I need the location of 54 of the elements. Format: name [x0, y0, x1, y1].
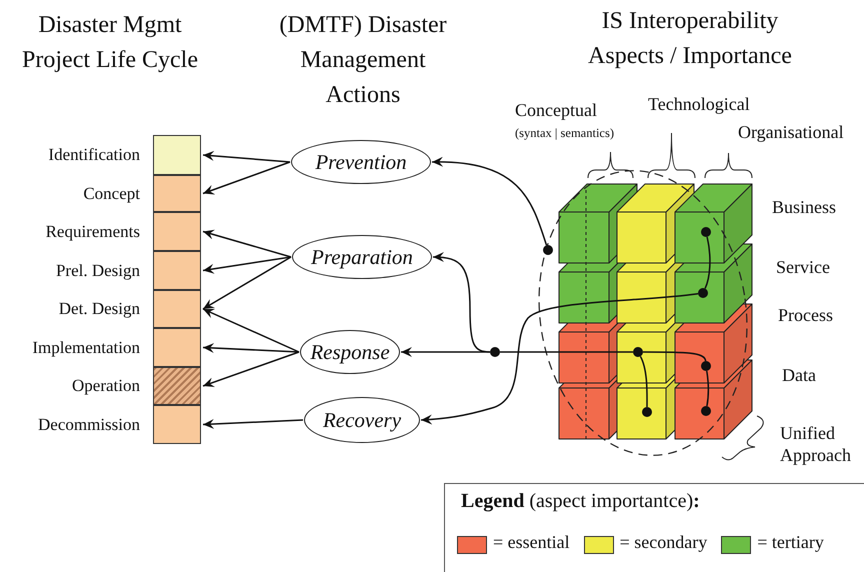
layer-label: Business	[772, 197, 838, 219]
arrow	[432, 157, 548, 246]
layer-label: Service	[776, 257, 831, 279]
arrow	[420, 292, 698, 424]
stage-label: Prel. Design	[56, 260, 140, 280]
column-heading: IS Interoperability Aspects / Importance	[587, 7, 793, 71]
arrow	[202, 150, 290, 163]
legend-heading: Legend (aspect importantce):	[461, 490, 700, 513]
aspect-label: Organisational	[738, 122, 845, 144]
stage-label: Concept	[83, 184, 140, 204]
aspect-label: (syntax | semantics)	[515, 126, 616, 141]
connector-line	[643, 351, 706, 362]
action-ellipse: Prevention	[291, 140, 431, 184]
connection-dot	[701, 406, 711, 416]
connection-dot	[701, 227, 711, 237]
legend-text: = tertiary	[757, 532, 824, 553]
connection-dot	[490, 347, 500, 357]
aspect-label: Technological	[648, 94, 751, 116]
stage-label: Operation	[72, 376, 140, 396]
layer-label: Process	[778, 305, 834, 327]
connection-dot	[633, 347, 643, 357]
aspect-label: Conceptual	[515, 100, 598, 122]
arrow	[202, 419, 304, 429]
connection-dot	[698, 288, 708, 298]
arrow	[202, 256, 292, 274]
connector-line	[500, 351, 633, 353]
arrow	[432, 252, 490, 353]
column-heading: Disaster Mgmt Project Life Cycle	[21, 11, 199, 75]
arrow	[202, 161, 290, 194]
action-ellipse: Recovery	[304, 397, 420, 443]
action-ellipse: Preparation	[292, 235, 432, 279]
layer-label: Data	[782, 365, 817, 387]
stage-label: Decommission	[38, 414, 140, 434]
connection-dot	[701, 361, 711, 371]
arrow	[202, 351, 300, 388]
legend-text: = secondary	[620, 532, 708, 553]
stage-label: Implementation	[32, 338, 140, 358]
arrow	[202, 256, 292, 310]
stage-label: Requirements	[46, 222, 140, 242]
connector-line	[706, 370, 710, 406]
arrow	[202, 343, 300, 353]
stage-label: Det. Design	[58, 299, 140, 319]
column-heading: (DMTF) Disaster Management Actions	[278, 11, 448, 110]
arrow	[202, 308, 300, 353]
legend-text: = essential	[493, 532, 570, 553]
connection-dot	[642, 407, 652, 417]
connection-dot	[543, 245, 553, 255]
connector-line	[704, 236, 711, 289]
connector-line	[640, 356, 648, 407]
arrow	[202, 230, 292, 258]
layer-label: Unified Approach	[780, 423, 852, 466]
action-ellipse: Response	[300, 330, 400, 374]
arrow	[401, 347, 490, 357]
stage-label: Identification	[48, 145, 140, 165]
